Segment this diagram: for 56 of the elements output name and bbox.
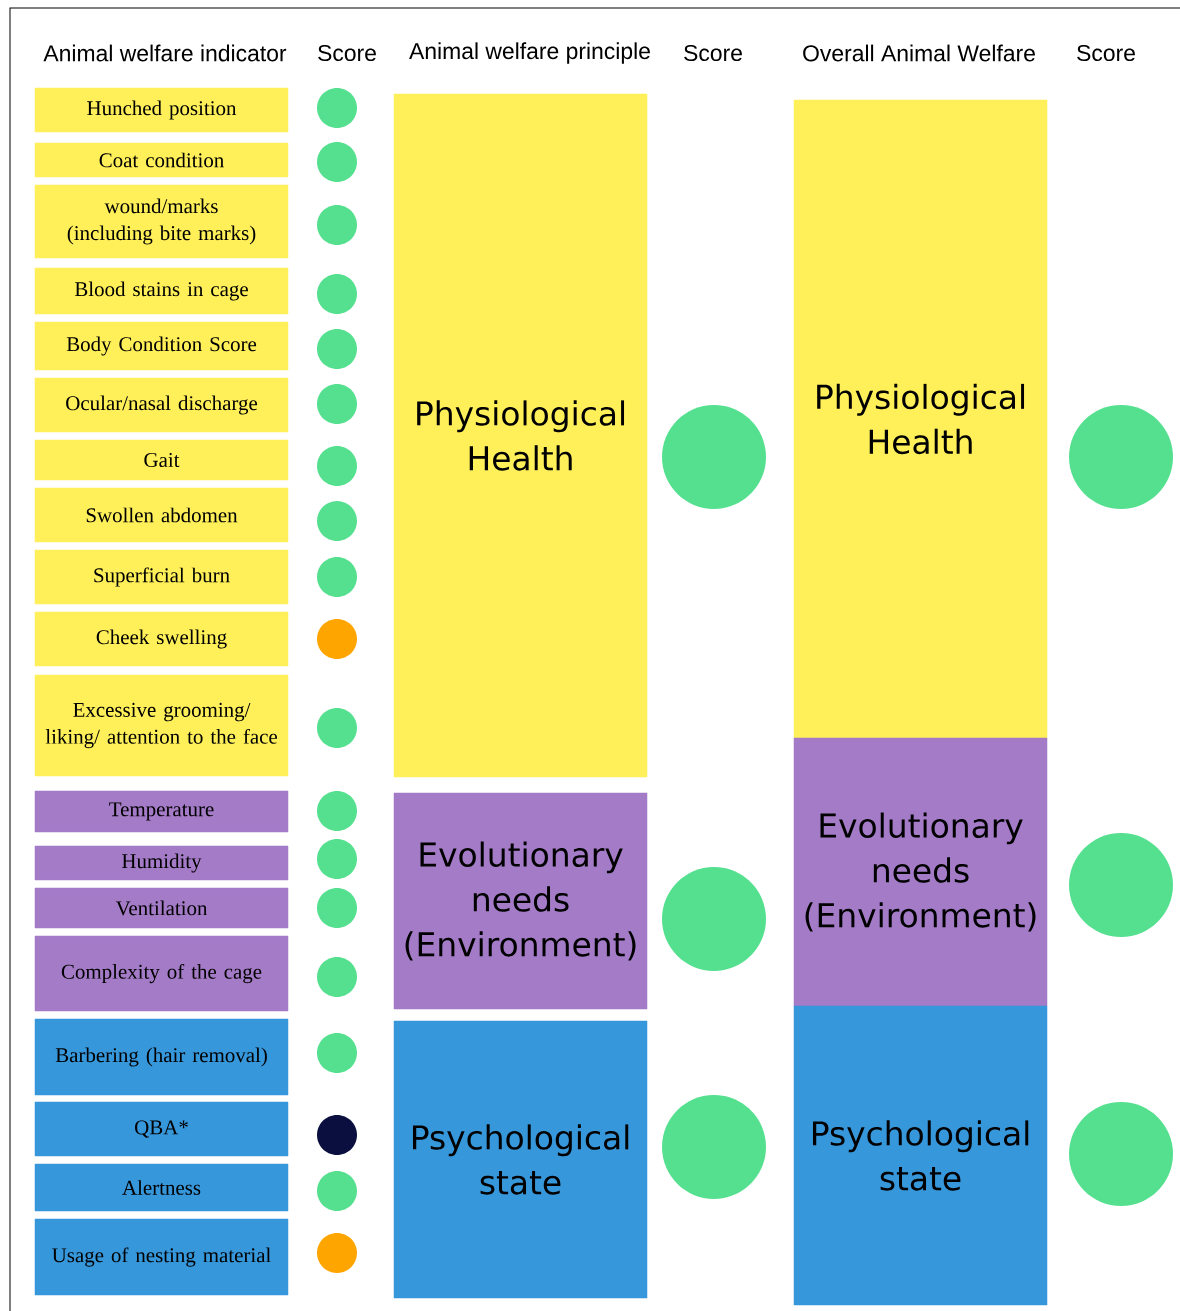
indicator-box: Temperature	[34, 790, 289, 833]
score-dot	[317, 274, 357, 314]
category-box: Evolutionary needs (Environment)	[393, 792, 648, 1010]
score-dot	[1069, 1102, 1173, 1206]
indicator-box: Body Condition Score	[34, 321, 289, 371]
score-dot	[1069, 405, 1173, 509]
score-dot	[317, 888, 357, 928]
indicator-box: Superficial burn	[34, 549, 289, 605]
indicator-box: Barbering (hair removal)	[34, 1018, 289, 1096]
indicator-box: Usage of nesting material	[34, 1218, 289, 1296]
score-dot	[317, 1233, 357, 1273]
score-dot	[317, 329, 357, 369]
column-header: Overall Animal Welfare	[803, 44, 1035, 62]
indicator-box: Swollen abdomen	[34, 487, 289, 543]
indicator-box: Cheek swelling	[34, 611, 289, 667]
indicator-box: Ocular/nasal discharge	[34, 377, 289, 433]
score-dot	[1069, 833, 1173, 937]
indicator-box: Excessive grooming/ liking/ attention to the face	[34, 674, 289, 777]
score-dot	[317, 957, 357, 997]
indicator-box: Humidity	[34, 845, 289, 881]
score-dot	[662, 405, 766, 509]
column-header: Score	[318, 44, 376, 62]
score-dot	[317, 839, 357, 879]
indicator-box: Gait	[34, 439, 289, 481]
column-header: Score	[1077, 44, 1135, 62]
category-box: Psychological state	[393, 1020, 648, 1299]
indicator-box: wound/marks (including bite marks)	[34, 184, 289, 259]
score-dot	[317, 708, 357, 748]
indicator-box: Ventilation	[34, 887, 289, 929]
score-dot	[317, 501, 357, 541]
score-dot	[317, 1033, 357, 1073]
score-dot	[317, 384, 357, 424]
column-header: Animal welfare principle	[409, 42, 650, 64]
indicator-box: Alertness	[34, 1163, 289, 1212]
indicator-box: Complexity of the cage	[34, 935, 289, 1012]
score-dot	[317, 1171, 357, 1211]
column-header: Animal welfare indicator	[43, 44, 287, 62]
category-box: Physiological Health	[793, 99, 1048, 739]
score-dot	[317, 557, 357, 597]
score-dot	[317, 142, 357, 182]
category-box: Physiological Health	[393, 93, 648, 778]
score-dot	[662, 867, 766, 971]
column-header: Score	[684, 44, 742, 62]
indicator-box: Blood stains in cage	[34, 267, 289, 315]
score-dot	[317, 791, 357, 831]
score-dot	[317, 1115, 357, 1155]
score-dot	[317, 88, 357, 128]
category-box: Psychological state	[793, 1005, 1048, 1306]
category-box: Evolutionary needs (Environment)	[793, 737, 1048, 1007]
indicator-box: QBA*	[34, 1101, 289, 1157]
indicator-box: Hunched position	[34, 87, 289, 133]
score-dot	[317, 205, 357, 245]
score-dot	[662, 1095, 766, 1199]
score-dot	[317, 446, 357, 486]
indicator-box: Coat condition	[34, 142, 289, 178]
score-dot	[317, 619, 357, 659]
